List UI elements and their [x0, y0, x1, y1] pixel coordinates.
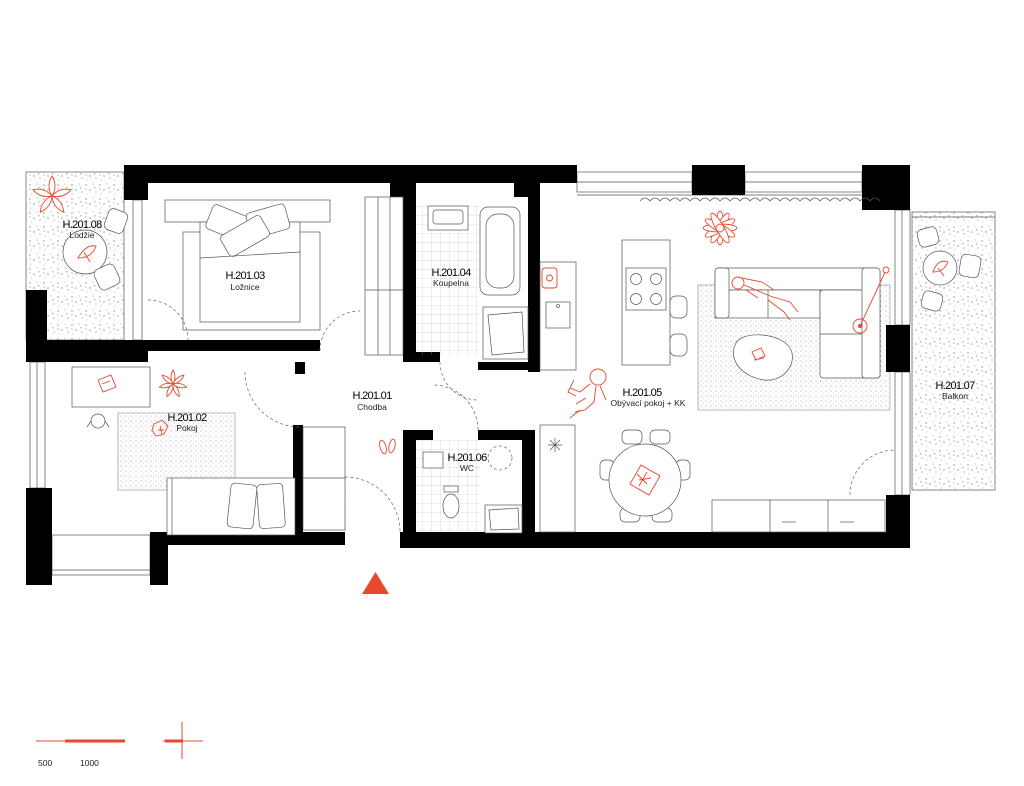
toy-icon [151, 419, 169, 437]
kitchen-sink [545, 301, 571, 329]
loggia-table [62, 229, 108, 275]
room-name-balkon: Balkon [942, 391, 968, 401]
desk [71, 366, 151, 408]
person-icon [567, 368, 607, 419]
room-labels: H.201.08 Lodžie H.201.03 Ložnice H.201.0… [62, 219, 975, 473]
bathroom-fixtures [416, 205, 529, 360]
room-code-balkon: H.201.07 [935, 380, 975, 392]
sideboard [711, 499, 886, 533]
curtain [639, 197, 881, 202]
plant-icon [32, 175, 72, 213]
bathroom-sink [427, 205, 469, 231]
room-name-koupelna: Koupelna [433, 278, 469, 288]
balcony-door [849, 449, 896, 496]
balcony-table [922, 250, 958, 286]
room-code-obyvaci-pokoj: H.201.05 [622, 387, 662, 399]
dining-set [599, 429, 691, 523]
bar-stool [669, 295, 688, 319]
kitchen-counter [539, 261, 577, 371]
room-code-chodba: H.201.01 [352, 390, 392, 402]
slippers-icon [379, 438, 396, 455]
loggia-door [147, 299, 189, 341]
room-name-wc: WC [460, 463, 474, 473]
corridor-wardrobe [302, 426, 346, 531]
north-arrow-icon [362, 572, 389, 594]
room-code-koupelna: H.201.04 [431, 267, 471, 279]
room-name-pokoj: Pokoj [176, 423, 197, 433]
leaf-icon [77, 245, 97, 263]
room-name-loznice: Ložnice [230, 282, 260, 292]
bedroom-wardrobe [364, 196, 404, 356]
wc-sink [422, 451, 444, 469]
entrance-door [344, 476, 401, 533]
crosshair-icon [163, 722, 203, 759]
loggia-furniture [32, 175, 129, 291]
kitchen-closet [539, 424, 576, 533]
single-bed [166, 477, 296, 536]
room-rug-pokoj [117, 412, 236, 491]
toilet [442, 493, 460, 519]
room-code-lodzie: H.201.08 [62, 219, 102, 231]
room-name-lodzie: Lodžie [69, 230, 94, 240]
plant-icon [702, 210, 738, 246]
desk-chair [86, 413, 110, 429]
kitchen-island [621, 239, 671, 366]
person-on-sofa-icon [731, 276, 799, 321]
floor-drain [487, 445, 513, 471]
wc-door [432, 384, 479, 431]
balcony-furniture [916, 226, 982, 312]
wc-fixtures [416, 440, 523, 534]
loggia-chair [93, 263, 121, 291]
scale-bar: 500 1000 [36, 739, 125, 768]
cooktop [625, 267, 667, 311]
walls [26, 165, 910, 585]
scale-label-1000: 1000 [80, 758, 99, 768]
room-code-loznice: H.201.03 [225, 270, 265, 282]
bedroom-door [319, 310, 361, 352]
pokoj-door [244, 371, 301, 428]
room-code-wc: H.201.06 [447, 452, 487, 464]
windows [29, 171, 911, 576]
scale-label-500: 500 [38, 758, 52, 768]
room-name-obyvaci-pokoj: Obývací pokoj + KK [611, 398, 686, 408]
loggia-chair [103, 208, 129, 234]
bar-stool [669, 333, 688, 357]
bathroom-cabinet [482, 306, 529, 360]
floor-lamp-icon [852, 266, 890, 334]
room-code-pokoj: H.201.02 [167, 412, 207, 424]
plant-icon [158, 369, 188, 398]
coffee-machine-icon [541, 267, 558, 289]
room-name-chodba: Chodba [357, 402, 387, 412]
coffee-table [733, 334, 793, 381]
balcony-floor [911, 211, 996, 491]
double-bed [164, 199, 331, 323]
bathtub [479, 206, 521, 296]
bathroom-door [439, 361, 479, 401]
